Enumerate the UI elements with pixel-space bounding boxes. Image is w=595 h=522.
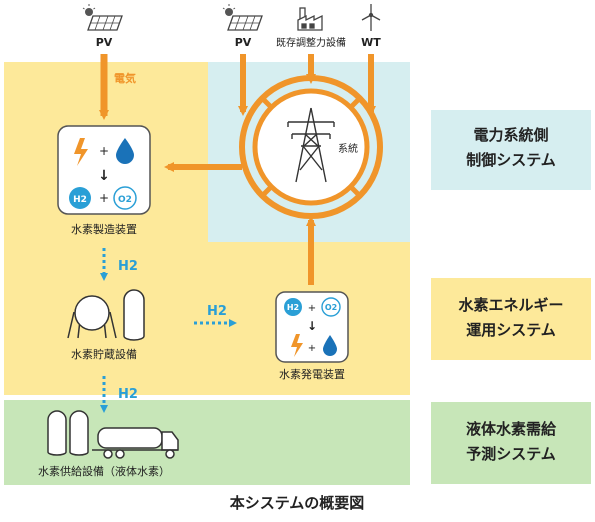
- o2-bubble-label: O2: [325, 303, 337, 312]
- pv-center-label: PV: [235, 36, 252, 49]
- h2-bubble-icon: [284, 298, 302, 316]
- demand-system-box: [431, 402, 591, 484]
- diagram-caption: 本システムの概要図: [230, 494, 365, 512]
- wind-turbine-icon: [361, 4, 381, 31]
- water-drop-icon: [323, 335, 337, 356]
- storage-label: 水素貯蔵設備: [71, 347, 137, 361]
- o2-bubble-icon: [321, 297, 341, 317]
- reaction-plus: +: [308, 303, 316, 314]
- hydrogen-storage-icon: [67, 289, 145, 341]
- h2-label-3: H2: [118, 387, 138, 402]
- reaction-plus: +: [99, 191, 109, 205]
- power-system-box: [431, 110, 591, 190]
- reaction-arrow: ↓: [98, 168, 110, 184]
- existing-adjustment-label: 既存調整力設備: [276, 36, 346, 49]
- energy-system-label-line2: 運用システム: [466, 321, 556, 339]
- power-system-label-line2: 制御システム: [466, 151, 556, 169]
- transmission-tower-icon: [287, 107, 335, 183]
- water-drop-icon: [116, 138, 134, 164]
- electricity-label: 電気: [114, 71, 136, 85]
- h2-bubble-icon: [69, 187, 91, 209]
- power-system-label-line1: 電力系統側: [473, 126, 548, 144]
- energy-system-box: [431, 278, 591, 360]
- grid-ring: [239, 75, 383, 219]
- o2-bubble-icon: [113, 186, 137, 210]
- generator-box: H2 + O2 ↓ +: [275, 291, 349, 363]
- generator-label: 水素発電装置: [279, 367, 345, 381]
- demand-system-label-line1: 液体水素需給: [466, 420, 557, 438]
- factory-icon: [297, 7, 323, 31]
- h2-bubble-label: H2: [73, 195, 87, 205]
- lightning-icon: [291, 334, 303, 357]
- solar-panel-icon: [82, 4, 123, 31]
- wt-label: WT: [361, 36, 381, 49]
- hydrogen-supply-icon: [47, 410, 179, 459]
- o2-bubble-label: O2: [118, 195, 132, 205]
- electrolyzer-box: + ↓ H2 + O2: [57, 125, 151, 215]
- h2-bubble-label: H2: [287, 303, 299, 312]
- solar-panel-icon: [222, 4, 263, 31]
- supply-label: 水素供給設備（液体水素）: [38, 464, 170, 478]
- h2-label-2: H2: [207, 304, 227, 319]
- reaction-plus: +: [99, 144, 109, 158]
- demand-system-label-line2: 予測システム: [466, 445, 556, 463]
- grid-label: 系統: [338, 142, 358, 155]
- lightning-icon: [74, 138, 88, 166]
- pv-left-label: PV: [96, 36, 113, 49]
- reaction-plus: +: [308, 343, 316, 354]
- electrolyzer-label: 水素製造装置: [71, 222, 137, 236]
- reaction-arrow: ↓: [307, 319, 317, 333]
- energy-system-label-line1: 水素エネルギー: [458, 296, 563, 314]
- h2-label-1: H2: [118, 259, 138, 274]
